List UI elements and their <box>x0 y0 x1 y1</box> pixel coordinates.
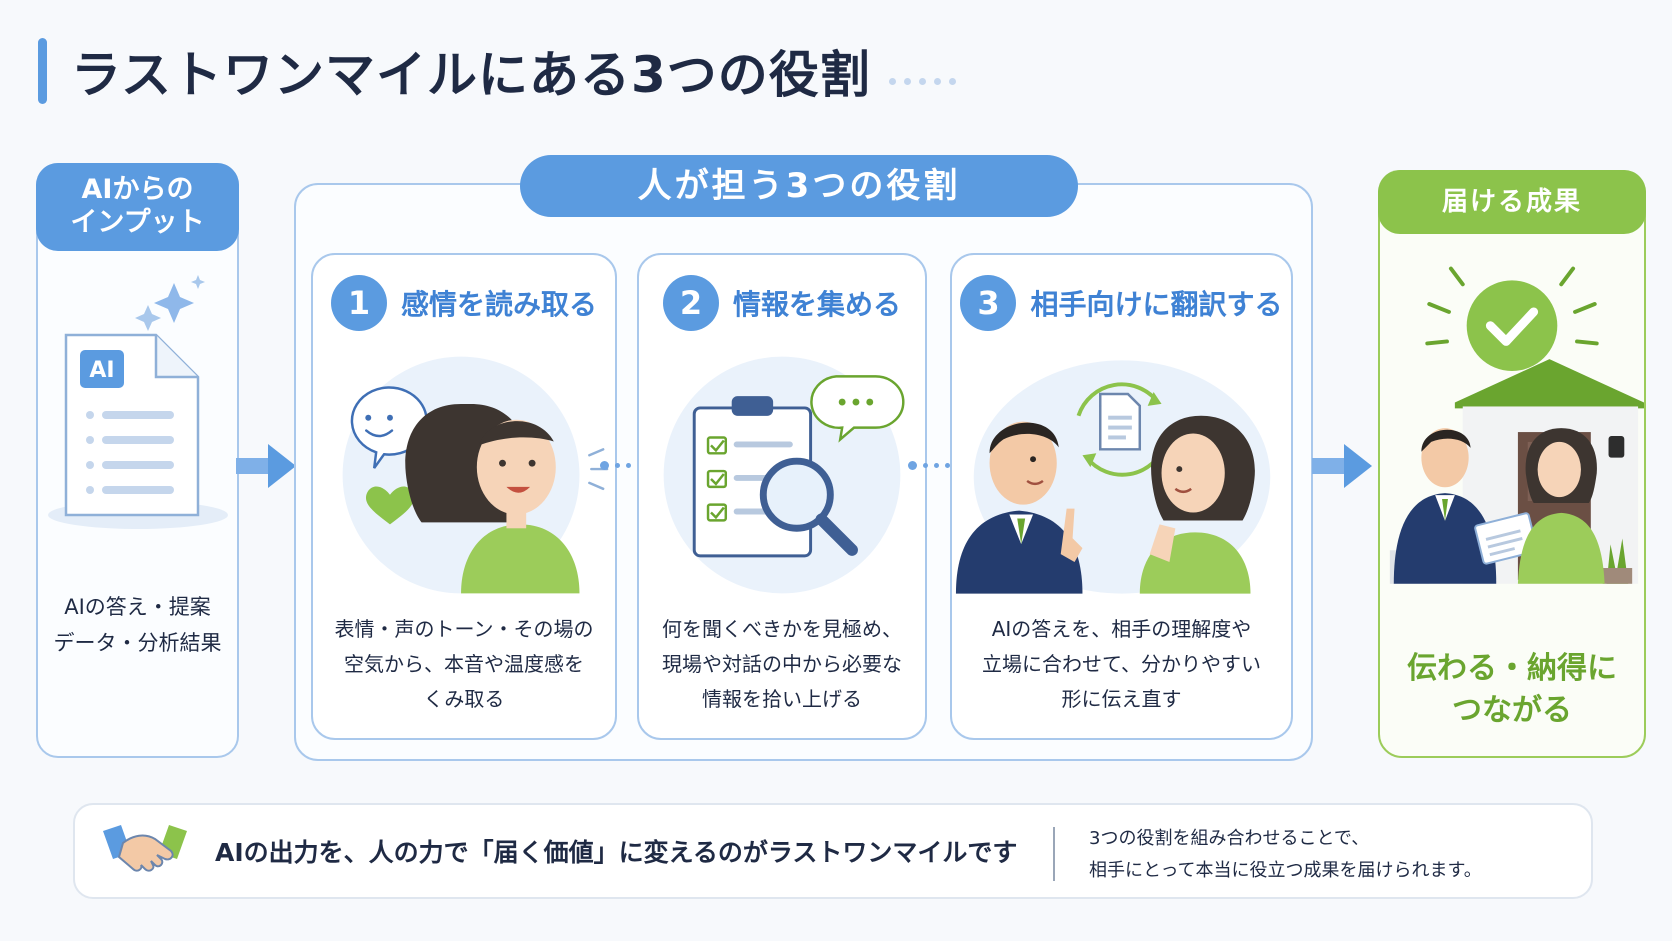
emotion-reading-illustration <box>342 356 609 594</box>
arrow-right-icon <box>236 444 296 488</box>
translation-illustration <box>955 360 1271 594</box>
woman-avatar <box>1139 415 1255 594</box>
page-title: ラストワンマイルにある3つの役割 <box>71 46 871 104</box>
woman-avatar <box>405 403 580 594</box>
delivery-illustration <box>1389 266 1644 584</box>
summary-banner: AIの出力を、人の力で「届く価値」に変えるのがラストワンマイルです 3つの役割を… <box>73 803 1593 899</box>
role-card-2: 2 情報を集める 何を聞くべきかを見極め、 現場や対話の中から必要な <box>637 253 927 740</box>
role-card-header: 2 情報を集める <box>639 275 925 331</box>
heart-icon <box>365 486 414 525</box>
role-card-3: 3 相手向けに翻訳する AIの答えを、 <box>950 253 1293 740</box>
outcome-panel: 届ける成果 <box>1378 170 1646 758</box>
arrow-right-icon <box>1312 444 1372 488</box>
businessman-avatar <box>955 421 1083 594</box>
input-panel-heading: AIからの インプット <box>36 163 239 251</box>
role-number-badge: 1 <box>330 275 387 331</box>
chat-bubble-icon <box>810 375 905 443</box>
outcome-heading: 届ける成果 <box>1378 170 1646 234</box>
magnifier-icon <box>759 457 858 556</box>
ai-document-icon: AI <box>48 275 228 529</box>
role-card-description: 何を聞くべきかを見極め、 現場や対話の中から必要な 情報を拾い上げる <box>662 617 902 711</box>
roles-panel-heading: 人が担う3つの役割 <box>520 155 1078 217</box>
sparkle-icon <box>154 283 194 323</box>
woman-avatar <box>1517 428 1605 584</box>
role-card-header: 1 感情を読み取る <box>313 275 615 331</box>
businessman-avatar <box>1393 428 1497 584</box>
role-card-description: AIの答えを、相手の理解度や 立場に合わせて、分かりやすい 形に伝え直す <box>982 617 1261 711</box>
role-card-title: 情報を集める <box>732 288 901 321</box>
handshake-icon <box>103 825 187 872</box>
title-accent-bar <box>38 38 47 104</box>
input-caption: AIの答え・提案 データ・分析結果 <box>53 595 222 655</box>
role-number-badge: 3 <box>960 275 1017 331</box>
summary-main-text: AIの出力を、人の力で「届く価値」に変えるのがラストワンマイルです <box>215 838 1018 867</box>
page-title-area: ラストワンマイルにある3つの役割 <box>38 38 956 104</box>
svg-text:AI: AI <box>89 358 114 383</box>
role-number-badge: 2 <box>662 275 719 331</box>
outcome-caption: 伝わる・納得に つながる <box>1407 651 1617 728</box>
role-card-description: 表情・声のトーン・その場の 空気から、本音や温度感を くみ取る <box>334 617 594 711</box>
input-panel: AIからの インプット AI AIの答え・提案 データ・分析結果 <box>36 163 239 758</box>
title-dots <box>888 77 956 85</box>
role-card-title: 感情を読み取る <box>400 288 597 321</box>
role-card-header: 3 相手向けに翻訳する <box>952 275 1291 331</box>
banner-divider <box>1053 827 1055 881</box>
information-gathering-illustration <box>663 356 905 594</box>
role-card-1: 1 感情を読み取る 表情・声のトーン・その場の 空気から、本音や温度感を くみ取… <box>311 253 617 740</box>
check-circle-icon <box>1425 266 1599 371</box>
summary-sub-text: 3つの役割を組み合わせることで、 相手にとって本当に役立つ成果を届けられます。 <box>1089 828 1482 881</box>
role-card-title: 相手向けに翻訳する <box>1030 288 1283 321</box>
